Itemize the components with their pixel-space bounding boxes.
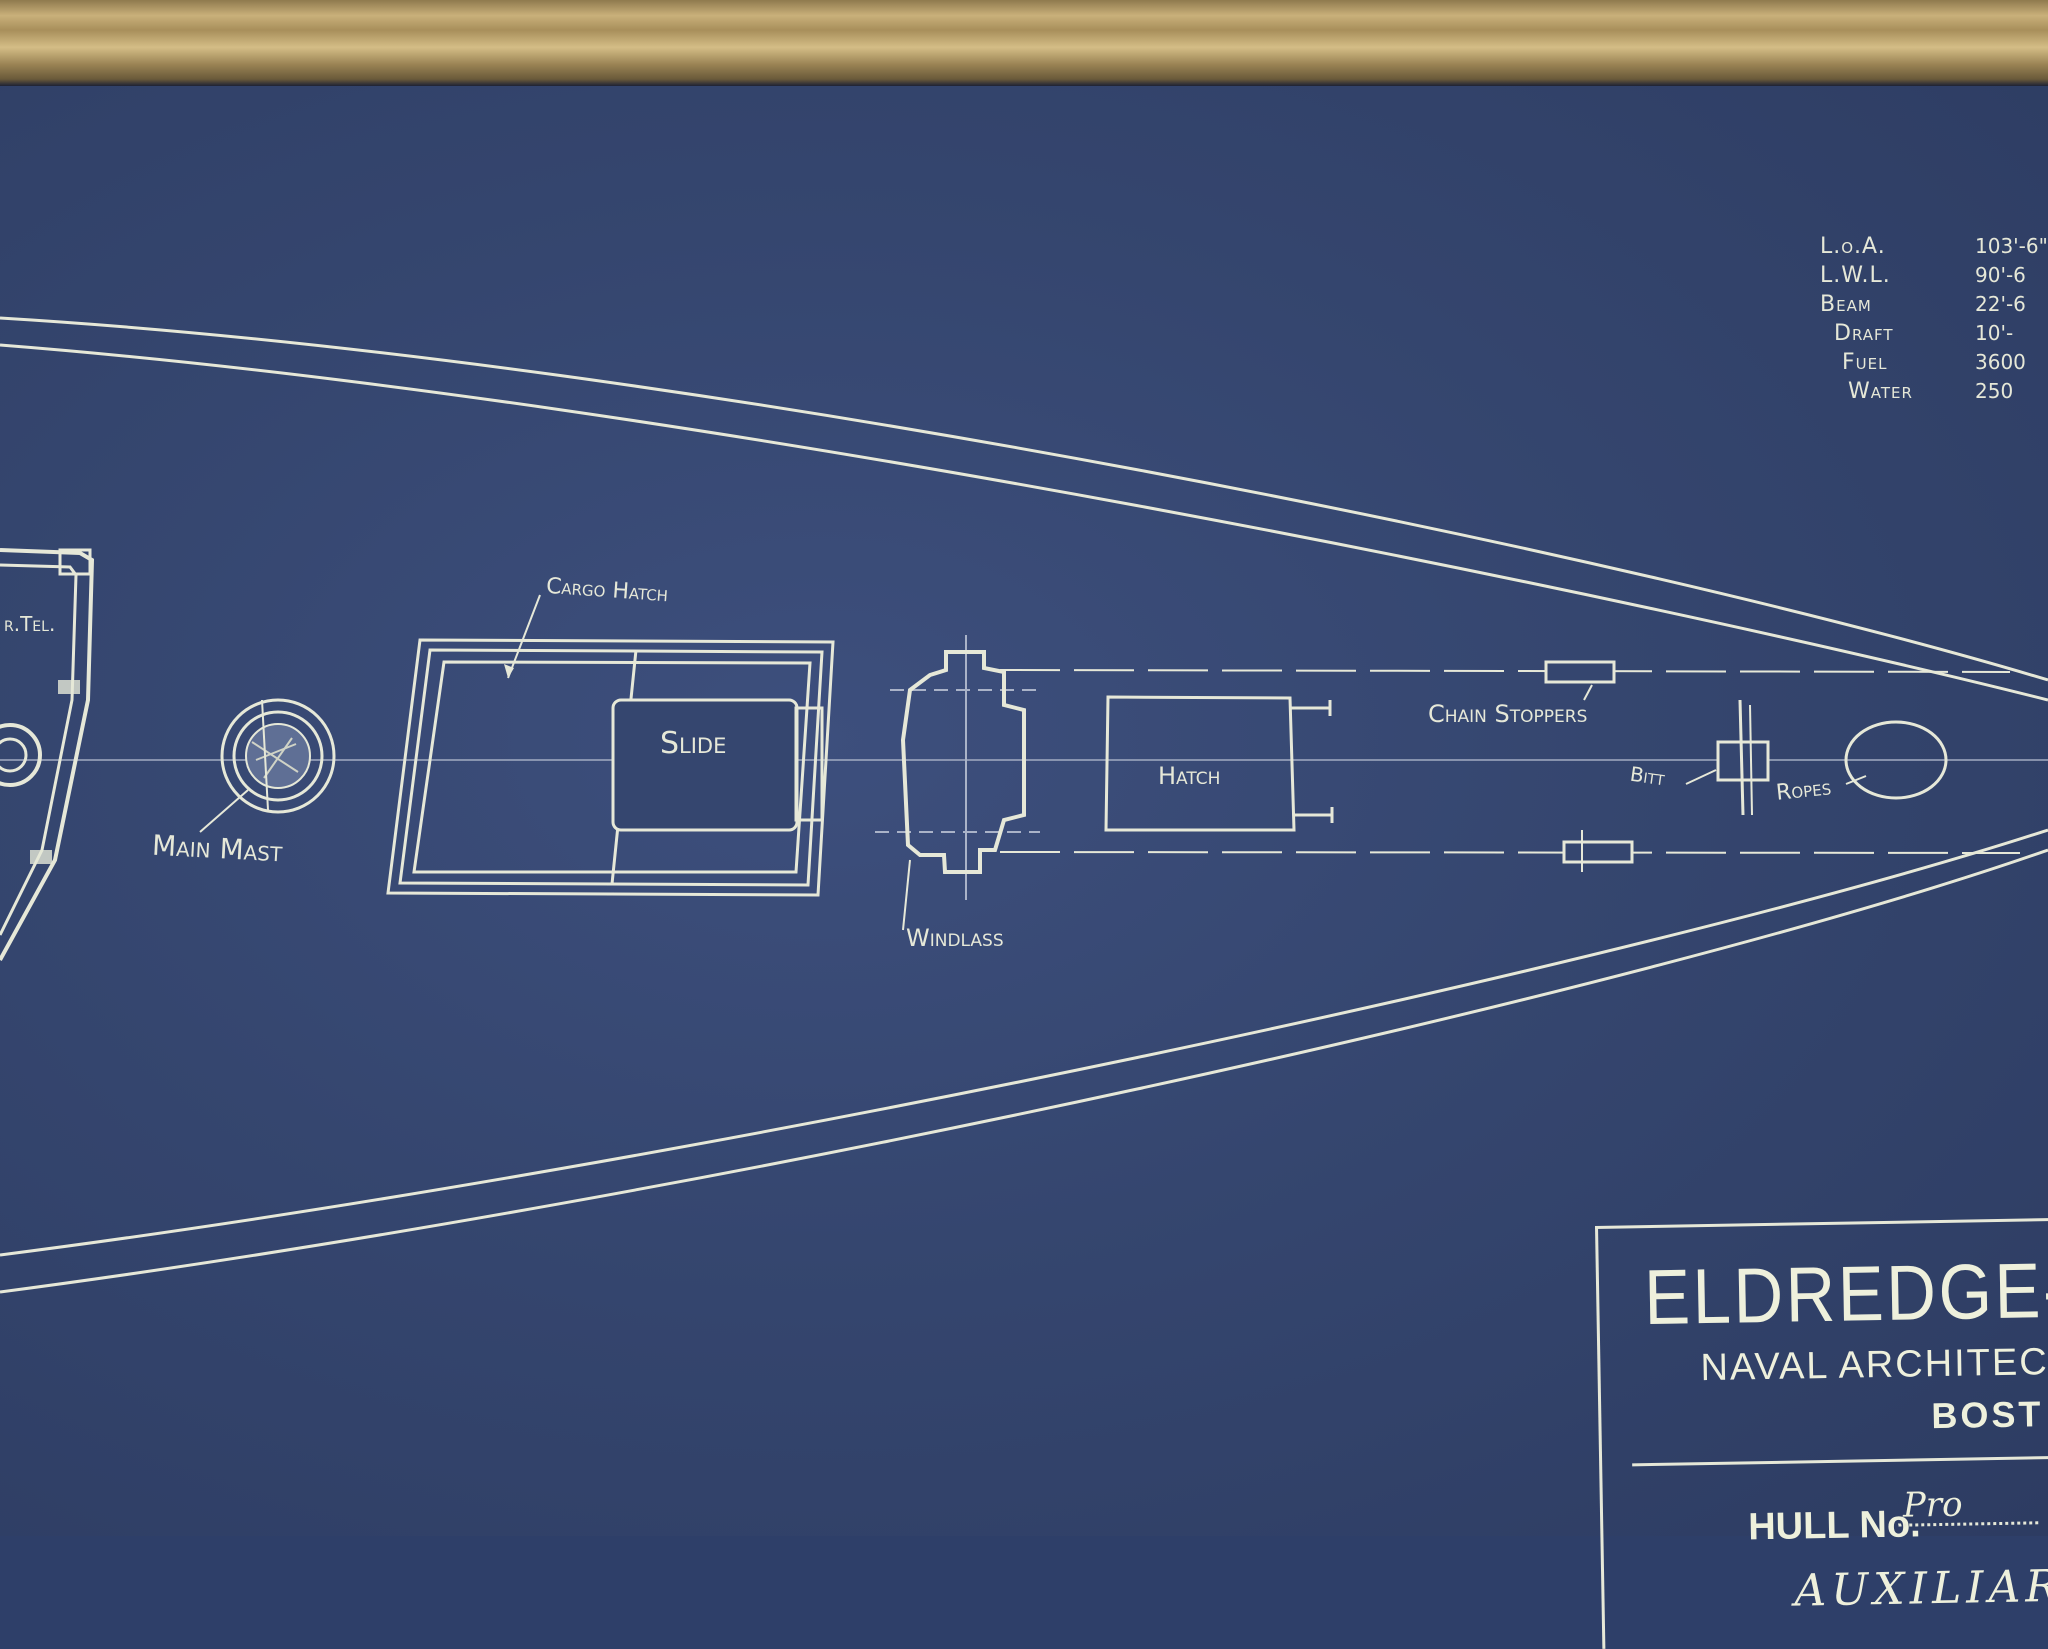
spec-value: 10'- bbox=[1975, 321, 2014, 345]
spec-value: 250 bbox=[1975, 379, 2014, 403]
spec-label: L.W.L. bbox=[1820, 263, 1891, 288]
spec-row: Water 250 bbox=[1820, 379, 2048, 408]
spec-row: Draft 10'- bbox=[1820, 321, 2048, 350]
vessel-type: AUXILIAR bbox=[1793, 1560, 2048, 1617]
windlass-symbol bbox=[875, 635, 1040, 931]
hull-outer-lower bbox=[0, 848, 2048, 1294]
spec-value: 90'-6 bbox=[1975, 263, 2026, 287]
spec-row: L.o.A. 103'-6" bbox=[1820, 234, 2048, 263]
label-main-mast: Main Mast bbox=[151, 828, 284, 869]
company-subtitle: NAVAL ARCHITEC bbox=[1700, 1341, 2048, 1390]
cargo-hatch-symbol bbox=[386, 594, 835, 897]
spec-row: Fuel 3600 bbox=[1820, 350, 2048, 379]
spec-value: 103'-6" bbox=[1975, 234, 2048, 258]
spec-label: L.o.A. bbox=[1820, 234, 1886, 259]
bitt-symbol bbox=[1685, 699, 1770, 816]
hull-inner-line bbox=[0, 343, 2048, 702]
spec-label: Water bbox=[1848, 379, 1913, 404]
label-slide: Slide bbox=[660, 726, 727, 761]
label-bitt: Bitt bbox=[1628, 761, 1667, 791]
blueprint-sheet: r.Tel. Cargo Hatch Slide Main Mast Windl… bbox=[0, 86, 2048, 1649]
spec-value: 3600 bbox=[1975, 350, 2026, 374]
label-partial-left: r.Tel. bbox=[4, 612, 56, 636]
label-hatch: Hatch bbox=[1158, 762, 1221, 790]
hull-number-label: HULL No. bbox=[1747, 1503, 1922, 1549]
main-mast-symbol bbox=[199, 698, 336, 833]
hull-inner-lower bbox=[0, 828, 2048, 1257]
spec-row: Beam 22'-6 bbox=[1820, 292, 2048, 321]
gold-frame bbox=[0, 0, 2048, 86]
ropes-symbol bbox=[1844, 720, 1948, 800]
company-name: ELDREDGE- bbox=[1643, 1245, 2048, 1342]
label-chain-stoppers: Chain Stoppers bbox=[1428, 700, 1588, 728]
chain-line-lower bbox=[999, 851, 2021, 854]
deckhouse-fragment bbox=[0, 548, 95, 961]
spec-label: Fuel bbox=[1842, 350, 1888, 375]
spec-label: Draft bbox=[1834, 321, 1894, 346]
company-city: BOST bbox=[1931, 1393, 2044, 1437]
spec-label: Beam bbox=[1820, 292, 1872, 317]
hull-number-value: Pro bbox=[1902, 1484, 1963, 1526]
title-block: ELDREDGE- NAVAL ARCHITEC BOST HULL No. P… bbox=[1595, 1217, 2048, 1649]
spec-value: 22'-6 bbox=[1975, 292, 2026, 316]
chain-stoppers-symbol bbox=[1544, 660, 1634, 872]
title-block-divider bbox=[1632, 1455, 2048, 1467]
deck-plan-drawing bbox=[0, 316, 2048, 1294]
hatch-symbol bbox=[1104, 695, 1334, 832]
chain-line-upper bbox=[999, 669, 2011, 673]
hull-outer-line bbox=[0, 316, 2048, 682]
label-windlass: Windlass bbox=[906, 924, 1004, 952]
spec-row: L.W.L. 90'-6 bbox=[1820, 263, 2048, 292]
spec-table: L.o.A. 103'-6" L.W.L. 90'-6 Beam 22'-6 D… bbox=[1820, 234, 2048, 408]
